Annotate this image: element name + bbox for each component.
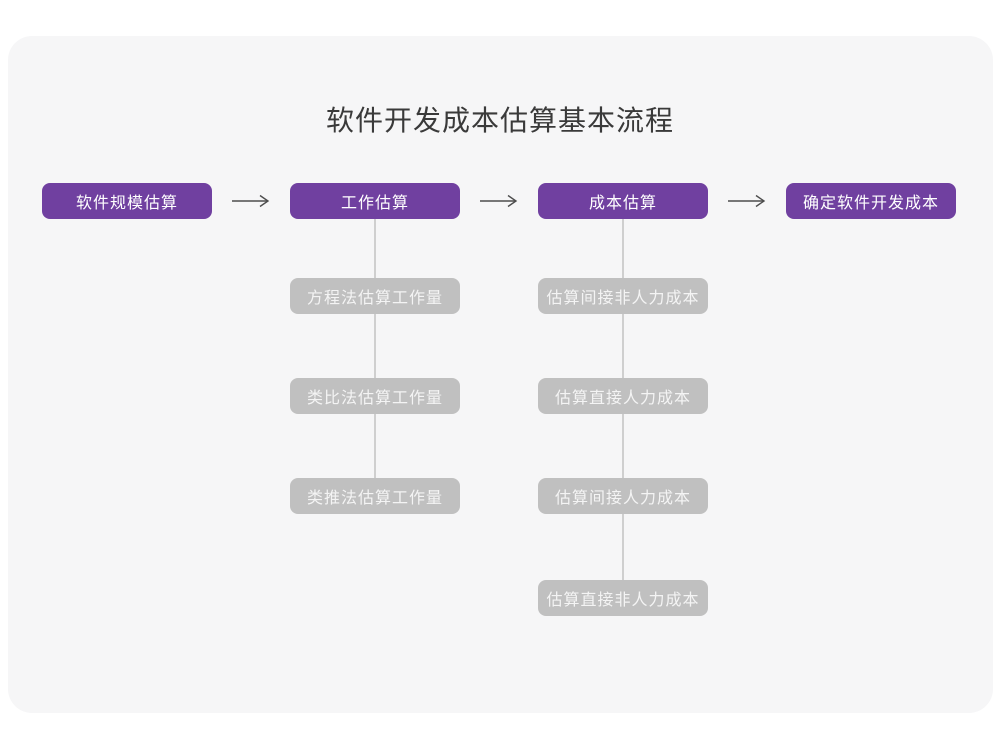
cost-step-indirect-labor: 估算间接人力成本 [538, 478, 708, 514]
arrow-right-icon [728, 194, 766, 208]
flow-step-cost-estimation: 成本估算 [538, 183, 708, 219]
cost-step-direct-labor: 估算直接人力成本 [538, 378, 708, 414]
work-method-equation: 方程法估算工作量 [290, 278, 460, 314]
cost-step-direct-nonlabor: 估算直接非人力成本 [538, 580, 708, 616]
arrow-right-icon [232, 194, 270, 208]
work-method-extrapolation: 类推法估算工作量 [290, 478, 460, 514]
flow-step-software-scale-estimation: 软件规模估算 [42, 183, 212, 219]
cost-step-indirect-nonlabor: 估算间接非人力成本 [538, 278, 708, 314]
work-method-analogy: 类比法估算工作量 [290, 378, 460, 414]
page-title: 软件开发成本估算基本流程 [325, 105, 674, 136]
diagram-canvas [8, 36, 993, 713]
flow-step-work-estimation: 工作估算 [290, 183, 460, 219]
connector-line-work [374, 219, 376, 478]
arrow-right-icon [480, 194, 518, 208]
flow-step-determine-dev-cost: 确定软件开发成本 [786, 183, 956, 219]
